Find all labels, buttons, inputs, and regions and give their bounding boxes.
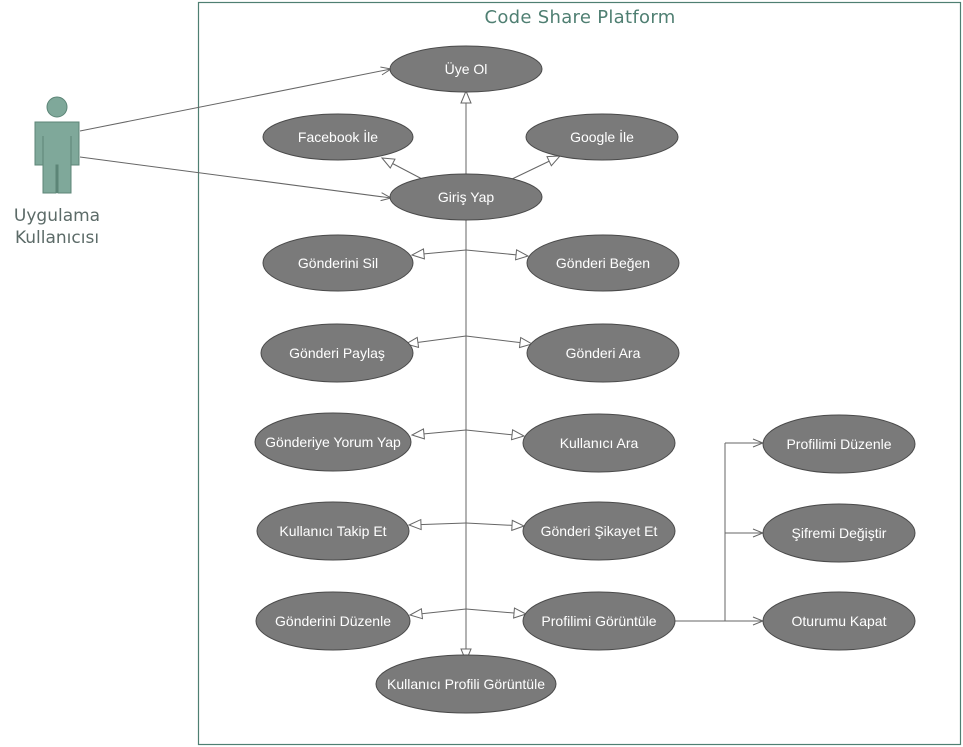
- connector-giris-facebook: [382, 158, 425, 181]
- connector-gonderi-begen: [465, 250, 528, 256]
- system-boundary: [197, 1, 962, 746]
- usecase-label: Oturumu Kapat: [792, 613, 887, 629]
- usecase-sifremi-degistir: Şifremi Değiştir: [762, 503, 916, 563]
- usecase-label: Gönderi Ara: [566, 345, 641, 361]
- usecase-label: Gönderini Sil: [298, 255, 378, 271]
- usecase-profilimi-duzenle: Profilimi Düzenle: [762, 414, 916, 474]
- usecase-giris-yap: Giriş Yap: [389, 173, 543, 221]
- usecase-profilimi-goruntule: Profilimi Görüntüle: [522, 591, 676, 651]
- usecase-label: Gönderiye Yorum Yap: [265, 434, 401, 450]
- usecase-kullanici-takip-et: Kullanıcı Takip Et: [256, 501, 410, 561]
- connector-kullanici-takip-et: [409, 523, 467, 525]
- actor-label-line2: Kullanıcısı: [15, 228, 99, 248]
- usecase-gonderini-sil: Gönderini Sil: [262, 234, 414, 292]
- system-title: Code Share Platform: [484, 7, 675, 28]
- usecase-label: Google İle: [570, 128, 634, 145]
- actor-label-line1: Uygulama: [14, 206, 100, 226]
- usecase-gonderi-begen: Gönderi Beğen: [526, 234, 680, 292]
- usecase-facebook-ile: Facebook İle: [262, 113, 414, 161]
- connector-giris-google: [509, 156, 560, 181]
- connector-profilimi-goruntule: [465, 609, 526, 614]
- assoc-actor-uye-ol: [79, 69, 391, 132]
- actor-head: [46, 96, 68, 118]
- usecase-oturumu-kapat: Oturumu Kapat: [762, 591, 916, 651]
- usecase-kullanici-ara: Kullanıcı Ara: [522, 413, 676, 473]
- usecase-label: Gönderi Şikayet Et: [541, 523, 658, 539]
- usecase-gonderini-duzenle: Gönderini Düzenle: [255, 591, 411, 651]
- usecase-label: Kullanıcı Takip Et: [279, 523, 386, 539]
- usecase-label: Profilimi Düzenle: [786, 436, 891, 452]
- connector-gonderi-paylas: [406, 335, 467, 344]
- connector-gonderi-sikayet-et: [465, 523, 524, 526]
- usecase-gonderi-sikayet-et: Gönderi Şikayet Et: [522, 501, 676, 561]
- connector-gonderini-duzenle: [410, 609, 467, 615]
- usecase-label: Giriş Yap: [438, 189, 494, 205]
- usecase-label: Şifremi Değiştir: [792, 525, 887, 541]
- usecase-gonderiye-yorum-yap: Gönderiye Yorum Yap: [254, 412, 412, 472]
- usecase-uye-ol: Üye Ol: [389, 45, 543, 93]
- usecase-label: Facebook İle: [298, 128, 378, 145]
- connector-gonderiye-yorum-yap: [412, 430, 467, 435]
- usecase-label: Gönderini Düzenle: [275, 613, 391, 629]
- usecase-gonderi-paylas: Gönderi Paylaş: [260, 323, 414, 383]
- connector-gonderini-sil: [412, 250, 467, 255]
- usecase-kullanici-profili-goruntule: Kullanıcı Profili Görüntüle: [375, 654, 557, 714]
- usecase-label: Kullanıcı Profili Görüntüle: [387, 676, 545, 692]
- usecase-label: Üye Ol: [445, 60, 488, 77]
- actor-uygulama-kullanicisi: Uygulama Kullanıcısı: [14, 96, 100, 248]
- usecase-label: Gönderi Paylaş: [289, 345, 385, 361]
- usecase-label: Kullanıcı Ara: [560, 435, 639, 451]
- usecase-gonderi-ara: Gönderi Ara: [526, 323, 680, 383]
- usecase-label: Profilimi Görüntüle: [541, 613, 656, 629]
- usecase-label: Gönderi Beğen: [556, 255, 650, 271]
- usecase-google-ile: Google İle: [525, 113, 679, 161]
- assoc-actor-giris-yap: [79, 156, 391, 198]
- connector-gonderi-ara: [465, 335, 532, 344]
- connector-kullanici-ara: [465, 430, 524, 436]
